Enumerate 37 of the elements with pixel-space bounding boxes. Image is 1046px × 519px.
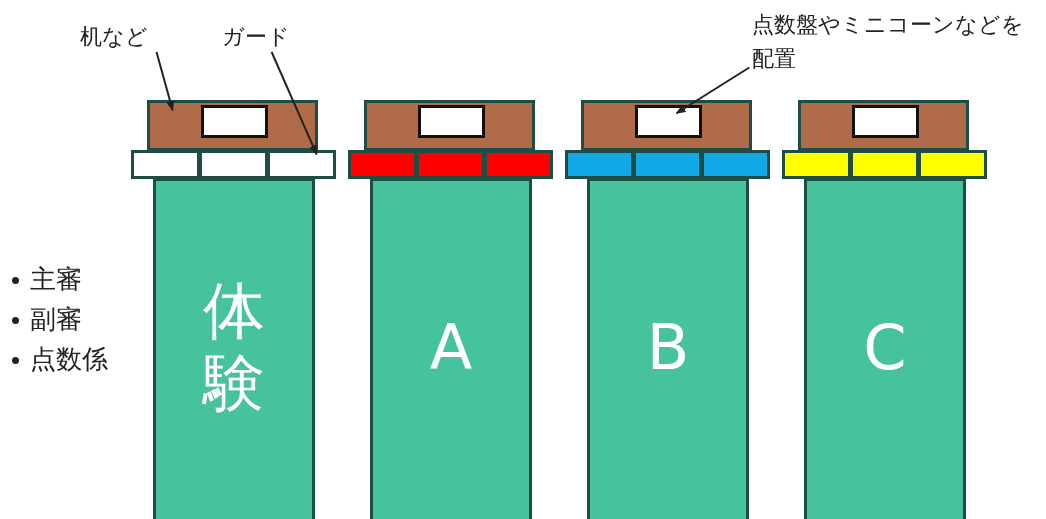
desk — [364, 100, 535, 151]
scoreboard-area — [852, 105, 919, 138]
scoreboard-area — [201, 105, 268, 138]
guard-block — [484, 150, 553, 179]
guard-block — [416, 150, 485, 179]
guard-block — [199, 150, 268, 179]
guard-block — [633, 150, 702, 179]
guard-block — [782, 150, 851, 179]
guard-block — [918, 150, 987, 179]
court-label: B — [646, 310, 690, 384]
desk — [147, 100, 318, 151]
desk — [798, 100, 969, 151]
desk — [581, 100, 752, 151]
court-strip — [370, 178, 532, 519]
court-strip — [804, 178, 966, 519]
callout-text: 机など — [80, 20, 170, 52]
leader-arrow — [675, 66, 751, 115]
guard-block — [267, 150, 336, 179]
guard-block — [348, 150, 417, 179]
court-strip — [153, 178, 315, 519]
court-strip — [587, 178, 749, 519]
court-label: 体験 — [201, 275, 266, 419]
scoreboard-area — [635, 105, 702, 138]
callout-text: 点数盤やミニコーンなどを配置 — [752, 8, 1024, 78]
guard-block — [131, 150, 200, 179]
guard-block — [565, 150, 634, 179]
guard-block — [701, 150, 770, 179]
scoreboard-area — [418, 105, 485, 138]
leader-arrow — [270, 51, 318, 156]
court-label: C — [863, 310, 907, 384]
bullet-item: 点数係 — [30, 343, 108, 376]
callout-text: ガード — [222, 20, 302, 52]
bullet-item: 副審 — [30, 303, 82, 336]
guard-block — [850, 150, 919, 179]
court-label: A — [429, 310, 473, 384]
bullet-item: 主審 — [30, 263, 82, 296]
leader-arrow — [155, 51, 175, 112]
